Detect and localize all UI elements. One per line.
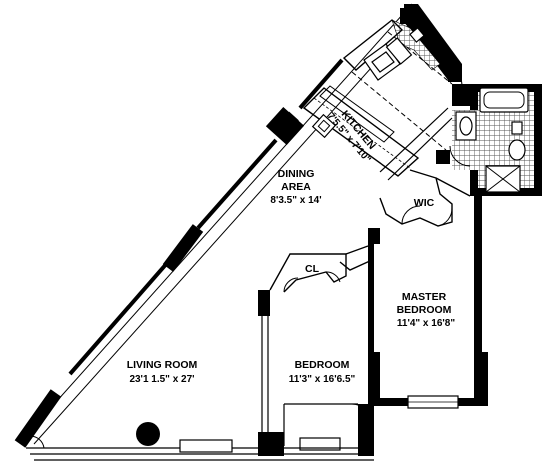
master-bedroom-dimensions: 11'4" x 16'8" — [397, 318, 455, 329]
master-bedroom-label-line1: MASTER — [402, 291, 447, 303]
master-bedroom-label-line2: BEDROOM — [397, 304, 452, 316]
bedroom-label: BEDROOM — [295, 359, 350, 371]
master-door — [339, 259, 373, 271]
dining-label-line2: AREA — [281, 181, 311, 193]
living-room-dimensions: 23'1 1.5" x 27' — [129, 374, 194, 385]
kitchen-fridge — [385, 37, 413, 65]
closet-label: CL — [305, 263, 320, 275]
living-room-window — [179, 439, 233, 453]
living-room-label: LIVING ROOM — [127, 359, 198, 371]
kitchen-dashed-line — [351, 71, 447, 151]
kitchen-dashed-line-2 — [387, 31, 453, 85]
door-swing — [439, 63, 463, 87]
wic-walls — [379, 169, 471, 227]
dining-label-line1: DINING — [278, 168, 315, 180]
bedroom-dimensions: 11'3" x 16'6.5" — [289, 374, 356, 385]
wic-label: WIC — [414, 197, 435, 209]
living-room-bottom-wall — [26, 435, 374, 461]
bathroom-fixtures — [455, 87, 529, 193]
kitchen-label-group: KITCHEN 7'5.5" x 7'10" — [325, 108, 378, 165]
dining-dimensions: 8'3.5" x 14' — [270, 195, 321, 206]
structural-column — [136, 422, 160, 446]
column-pier — [265, 106, 305, 146]
master-bedroom-walls — [368, 196, 488, 409]
kitchen-passage — [379, 107, 449, 173]
bedroom-walls — [258, 245, 374, 456]
